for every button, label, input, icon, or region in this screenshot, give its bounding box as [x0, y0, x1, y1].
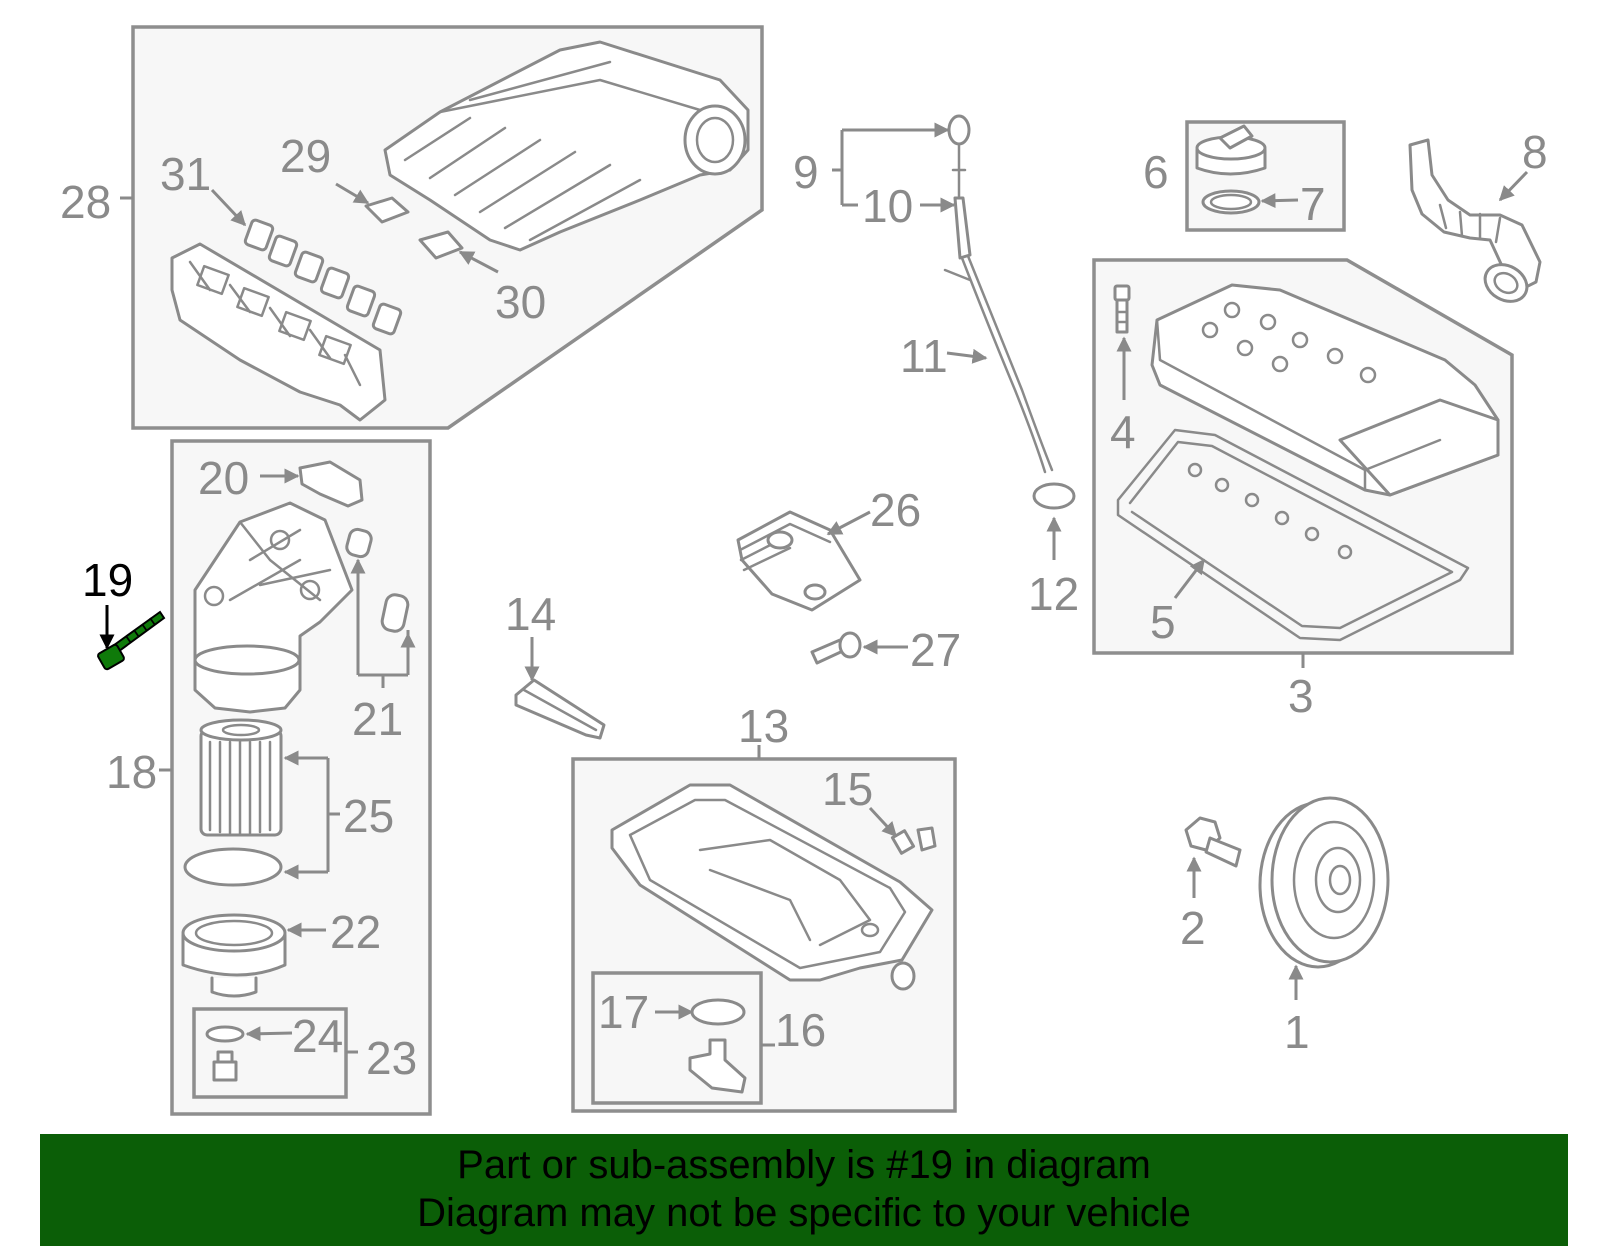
pickup-tube-16-part	[688, 1038, 747, 1094]
sensor-4-part	[1113, 284, 1131, 334]
filter-element-25-part	[199, 718, 283, 837]
pulley-bolt-2-part	[1184, 816, 1242, 868]
callout-3: 3	[1288, 670, 1314, 722]
callout-22: 22	[330, 906, 381, 958]
callout-24: 24	[292, 1010, 343, 1062]
lower-manifold-part	[170, 242, 387, 422]
banner-line-2: Diagram may not be specific to your vehi…	[417, 1191, 1191, 1235]
callout-5: 5	[1150, 596, 1176, 648]
callout-6: 6	[1143, 146, 1169, 198]
callout-27: 27	[910, 624, 961, 676]
seal-12-part	[1032, 482, 1076, 510]
oil-cooler-26-part	[736, 510, 862, 612]
breather-hose-8-part	[1408, 138, 1542, 303]
callout-26: 26	[870, 484, 921, 536]
crank-pulley-group: 2 1	[1180, 796, 1390, 1058]
o-ring-17-part	[690, 998, 746, 1026]
oil-pan-13-part	[610, 783, 934, 982]
callout-19: 19	[82, 554, 133, 606]
callout-25: 25	[343, 790, 394, 842]
seal-20-part	[298, 460, 364, 508]
callout-10: 10	[862, 180, 913, 232]
callout-13: 13	[738, 700, 789, 752]
callout-17: 17	[598, 986, 649, 1038]
banner-line-1: Part or sub-assembly is #19 in diagram	[457, 1143, 1151, 1187]
oil-pan-group: 13 15 17 16	[571, 700, 957, 1113]
callout-4: 4	[1110, 406, 1136, 458]
oil-filter-housing-group: 18 20 21 25 22 24 23	[106, 439, 432, 1116]
seal-21a-part	[345, 527, 373, 559]
bolt-19-highlighted: 19	[82, 554, 166, 671]
oil-filter-housing-part	[193, 501, 354, 714]
callout-12: 12	[1028, 568, 1079, 620]
callout-18: 18	[106, 746, 157, 798]
dipstick-group: 9 10 11 12	[793, 114, 1079, 620]
baffle-group: 14	[505, 588, 606, 740]
callout-9: 9	[793, 146, 819, 198]
callout-23: 23	[366, 1032, 417, 1084]
gasket-31-part	[243, 218, 403, 336]
drain-plug-23-part	[212, 1050, 238, 1082]
oil-cooler-group: 26 27	[736, 484, 961, 676]
valve-cover-group: 4 5 3	[1092, 258, 1514, 722]
washer-24-part	[205, 1025, 245, 1043]
callout-14: 14	[505, 588, 556, 640]
intake-manifold-group: 28 31 29 30	[60, 25, 764, 430]
breather-hose-group: 8	[1408, 126, 1548, 303]
callout-2: 2	[1180, 902, 1206, 954]
seal-21b-part	[380, 593, 410, 633]
gasket-30-part	[418, 230, 464, 260]
callout-28: 28	[60, 176, 111, 228]
intake-manifold-part	[383, 40, 750, 252]
gasket-29-part	[364, 196, 410, 224]
o-ring-25-part	[183, 847, 283, 887]
callout-8: 8	[1522, 126, 1548, 178]
valve-cover-gasket-5-part	[1116, 428, 1470, 642]
valve-cover-part	[1150, 283, 1500, 497]
callout-29: 29	[280, 130, 331, 182]
bolt-27-part	[810, 631, 862, 665]
callout-20: 20	[198, 452, 249, 504]
callout-11: 11	[900, 330, 948, 382]
callout-15: 15	[822, 763, 873, 815]
callout-7: 7	[1300, 178, 1326, 230]
washer-pan-part	[890, 961, 916, 991]
callout-16: 16	[775, 1004, 826, 1056]
oil-filler-cap-group: 6 7	[1143, 120, 1346, 232]
callout-21: 21	[352, 693, 403, 745]
info-banner: Part or sub-assembly is #19 in diagram D…	[40, 1134, 1568, 1246]
filler-cap-6-part	[1195, 124, 1267, 176]
drain-bolt-15-part	[890, 826, 937, 855]
callout-30: 30	[495, 276, 546, 328]
crank-pulley-1-part	[1258, 796, 1390, 969]
dipstick-part	[943, 114, 1054, 474]
callout-1: 1	[1284, 1006, 1310, 1058]
filter-cap-22-part	[181, 913, 287, 998]
callout-31: 31	[160, 148, 211, 200]
